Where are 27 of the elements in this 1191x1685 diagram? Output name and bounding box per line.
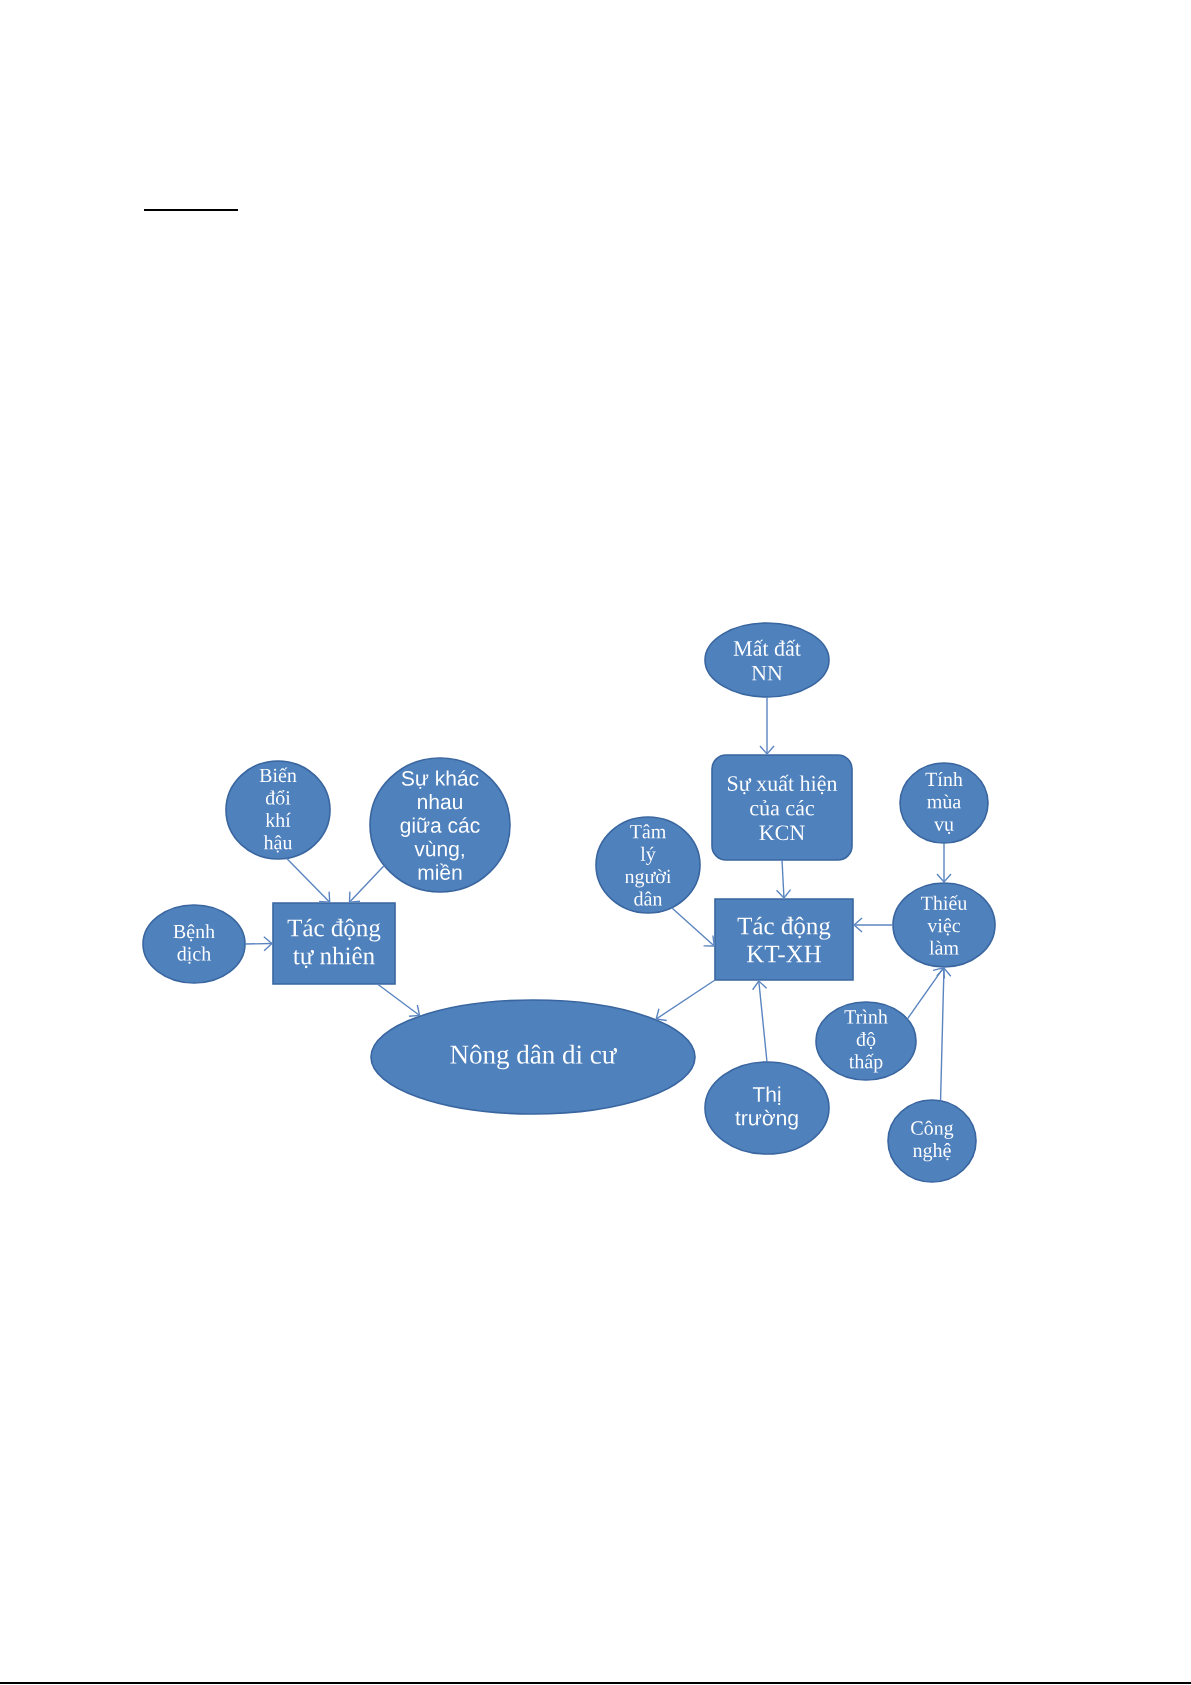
- process-box: Tác động tự nhiên: [272, 902, 396, 985]
- ellipse-node: Nông dân di cư: [370, 999, 696, 1115]
- ellipse-node: Thị trường: [704, 1061, 830, 1155]
- ellipse-node: Biến đổi khí hậu: [225, 760, 331, 860]
- arrow: [348, 864, 385, 903]
- arrow: [759, 696, 775, 755]
- arrow: [853, 917, 894, 933]
- arrow: [936, 842, 952, 883]
- arrow: [671, 907, 715, 947]
- ellipse-node: Tính mùa vụ: [899, 762, 989, 844]
- arrow: [775, 859, 792, 899]
- arrow: [936, 967, 952, 1102]
- process-box: Tác động KT-XH: [714, 898, 854, 981]
- ellipse-node: Thiếu việc làm: [892, 882, 996, 968]
- arrow: [285, 857, 331, 903]
- arrow: [376, 983, 421, 1017]
- ellipse-node: Sự khác nhau giữa các vùng, miền: [369, 757, 511, 893]
- ellipse-node: Tâm lý người dân: [595, 816, 701, 914]
- arrow: [751, 980, 768, 1063]
- arrow: [906, 967, 946, 1020]
- ellipse-node: Công nghệ: [887, 1099, 977, 1183]
- arrow: [655, 979, 716, 1022]
- rounded-box: Sự xuất hiện của các KCN: [711, 754, 853, 861]
- ellipse-node: Trình độ thấp: [815, 1001, 917, 1081]
- ellipse-node: Mất đất NN: [704, 622, 830, 698]
- arrow: [244, 935, 273, 952]
- ellipse-node: Bệnh dịch: [142, 904, 246, 984]
